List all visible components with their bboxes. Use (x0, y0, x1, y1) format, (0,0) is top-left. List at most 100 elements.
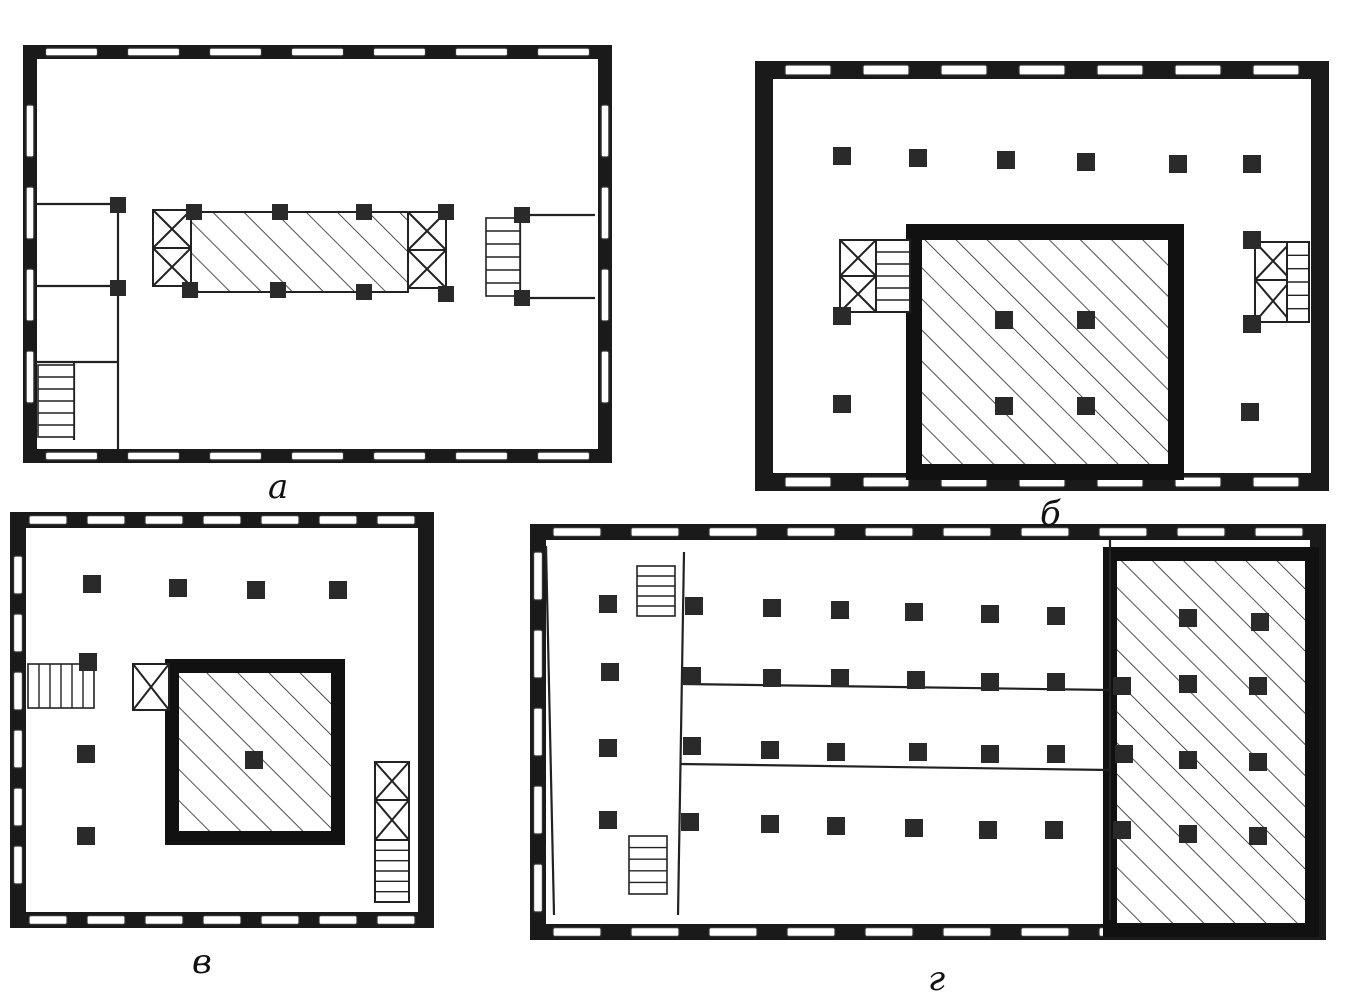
window (260, 914, 300, 925)
window (202, 514, 242, 525)
window (862, 64, 910, 76)
column (270, 282, 286, 298)
window (86, 514, 126, 525)
column (186, 204, 202, 220)
window (44, 451, 99, 461)
column (909, 743, 927, 761)
column (77, 827, 95, 845)
plan-a-wall (23, 45, 612, 463)
column (905, 603, 923, 621)
window (1020, 526, 1070, 537)
column (272, 204, 288, 220)
column (169, 579, 187, 597)
plan-v-caption: в (192, 942, 212, 982)
window (630, 926, 680, 937)
window (144, 514, 184, 525)
column (514, 290, 530, 306)
plan-a-hatched-hall (189, 211, 409, 293)
window (630, 526, 680, 537)
window (708, 526, 758, 537)
window (1096, 64, 1144, 76)
column (761, 815, 779, 833)
window (864, 526, 914, 537)
column (763, 599, 781, 617)
column (1179, 609, 1197, 627)
plan-g-stair-bottom (628, 835, 668, 895)
column (1243, 231, 1261, 249)
column (245, 751, 263, 769)
column (909, 149, 927, 167)
window (536, 451, 591, 461)
window (86, 914, 126, 925)
window (376, 514, 416, 525)
plan-g-partitions (544, 540, 1112, 920)
window (940, 64, 988, 76)
plan-a-stair-right (485, 217, 521, 297)
column (1249, 677, 1267, 695)
plan-g (530, 524, 1326, 940)
window (13, 613, 24, 653)
window (786, 926, 836, 937)
column (683, 737, 701, 755)
window (1252, 476, 1300, 488)
plan-a-caption: а (268, 467, 289, 507)
column (1241, 403, 1259, 421)
column (599, 595, 617, 613)
window (1254, 526, 1304, 537)
window (144, 914, 184, 925)
window (25, 186, 35, 240)
column (1045, 821, 1063, 839)
column (1115, 745, 1133, 763)
window (25, 268, 35, 322)
column (981, 605, 999, 623)
window (28, 914, 68, 925)
plan-b-caption: б (1040, 494, 1061, 534)
column (1243, 315, 1261, 333)
column (438, 286, 454, 302)
plan-v-stair-left (27, 663, 95, 709)
window (1098, 526, 1148, 537)
plan-a-columns (110, 197, 530, 306)
window (290, 451, 345, 461)
column (356, 204, 372, 220)
column (1249, 753, 1267, 771)
column (182, 282, 198, 298)
column (356, 284, 372, 300)
column (247, 581, 265, 599)
column (1077, 153, 1095, 171)
plan-b-wall (755, 61, 1329, 491)
column (599, 811, 617, 829)
column (981, 673, 999, 691)
column (438, 204, 454, 220)
column (905, 819, 923, 837)
column (1243, 155, 1261, 173)
window (536, 47, 591, 57)
column (1179, 675, 1197, 693)
plan-a-stair-left (37, 364, 75, 438)
window (376, 914, 416, 925)
window (13, 787, 24, 827)
column (683, 667, 701, 685)
window (13, 845, 24, 885)
plan-v-lift (132, 663, 170, 711)
window (208, 451, 263, 461)
window (532, 707, 543, 757)
window (318, 914, 358, 925)
column (1113, 821, 1131, 839)
plan-b-hatched-hall (906, 224, 1184, 480)
column (907, 671, 925, 689)
window (942, 526, 992, 537)
plan-b-lift-right (1254, 241, 1310, 323)
column (1077, 397, 1095, 415)
column (981, 745, 999, 763)
column (685, 597, 703, 615)
plan-v (10, 512, 434, 928)
column (601, 663, 619, 681)
window (1018, 64, 1066, 76)
window (1174, 476, 1222, 488)
window (552, 926, 602, 937)
column (1179, 751, 1197, 769)
column (761, 741, 779, 759)
column (1113, 677, 1131, 695)
plan-v-wall (10, 512, 434, 928)
